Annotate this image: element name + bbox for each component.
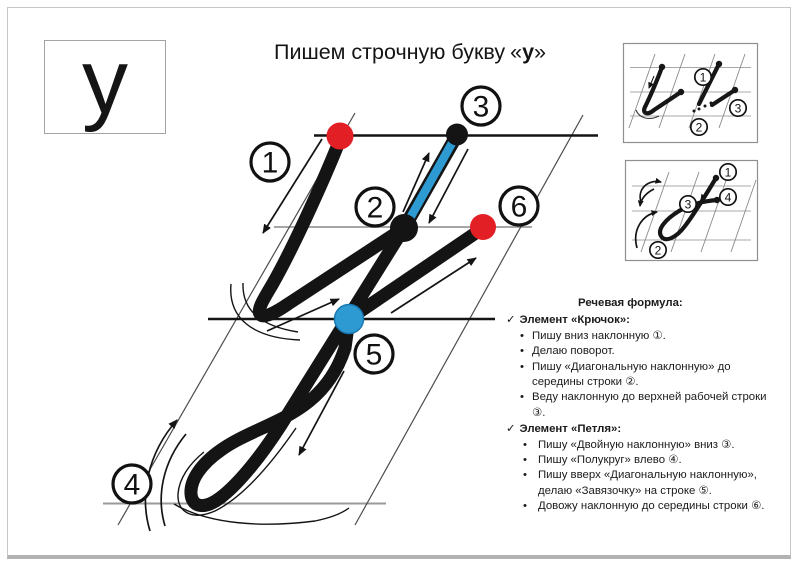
anchor-dots [326, 122, 496, 335]
svg-text:5: 5 [366, 339, 383, 372]
step-marker-4: 4 [111, 463, 153, 505]
mini2-step-4: 4 [718, 187, 738, 207]
step-marker-3: 3 [460, 85, 502, 127]
check-icon: ✓ [506, 314, 516, 327]
list-item: •Пишу «Диагональную наклонную» до середи… [506, 360, 774, 391]
list-item: •Довожу наклонную до середины строки ⑥. [506, 499, 774, 514]
loop-stroke [184, 221, 490, 512]
svg-text:4: 4 [725, 190, 732, 204]
letter-strokes [184, 128, 490, 512]
arrow-hook-diagonal [266, 298, 340, 332]
svg-text:1: 1 [262, 147, 279, 180]
arrow-down-blue [428, 148, 469, 224]
arrow-final-stroke [390, 257, 477, 314]
black-dot-top [446, 123, 468, 146]
title-quote-open: « [510, 40, 523, 64]
mini1-step-1: 1 [693, 67, 713, 87]
red-dot-start [326, 122, 354, 150]
svg-text:2: 2 [367, 192, 384, 225]
mini1-step-3: 3 [728, 98, 748, 118]
hook-stroke [252, 130, 411, 323]
svg-text:4: 4 [124, 469, 141, 502]
blue-dot-knot [333, 303, 365, 335]
list-item: •Пишу вверх «Диагональную наклонную», де… [506, 468, 774, 499]
mini-diagram-loop: 1 4 3 2 [624, 159, 759, 262]
mini2-step-3: 3 [678, 194, 698, 214]
bullet-icon: • [523, 453, 527, 466]
bullet-icon: • [520, 360, 524, 373]
svg-text:2: 2 [655, 243, 662, 257]
svg-text:1: 1 [700, 70, 707, 84]
step-markers: 1 2 3 4 5 6 [111, 85, 540, 505]
step-marker-2: 2 [354, 186, 396, 228]
list-item: •Пишу «Полукруг» влево ④. [506, 453, 774, 468]
bullet-icon: • [523, 438, 527, 451]
bullet-icon: • [520, 329, 524, 342]
speech-formula: Речевая формула: ✓ Элемент «Крючок»: •Пи… [506, 296, 774, 514]
bullet-icon: • [520, 391, 524, 404]
speech-heading: Речевая формула: [578, 297, 683, 309]
letter-card: у [44, 30, 166, 134]
section-loop: ✓ Элемент «Петля»: •Пишу «Двойную наклон… [506, 422, 774, 514]
svg-text:3: 3 [685, 197, 692, 211]
list-item: •Делаю поворот. [506, 344, 774, 359]
section-hook-title: ✓ Элемент «Крючок»: [506, 313, 774, 328]
section-hook: ✓ Элемент «Крючок»: •Пишу вниз наклонную… [506, 313, 774, 421]
section-loop-title: ✓ Элемент «Петля»: [506, 422, 774, 437]
svg-text:6: 6 [511, 191, 528, 224]
svg-text:1: 1 [725, 165, 732, 179]
svg-text:3: 3 [473, 91, 490, 124]
red-dot-end [470, 214, 496, 240]
title-quote-close: » [534, 40, 546, 64]
list-item: •Пишу вниз наклонную ①. [506, 329, 774, 344]
mini2-step-2: 2 [648, 240, 668, 260]
page-title: Пишем строчную букву«у» [210, 40, 610, 65]
bullet-icon: • [520, 345, 524, 358]
title-text: Пишем строчную букву [274, 40, 506, 64]
title-letter: у [522, 40, 535, 64]
step-marker-1: 1 [249, 141, 291, 183]
bullet-icon: • [523, 469, 527, 482]
blue-highlight-stroke [400, 131, 461, 232]
list-item: •Веду наклонную до верхней рабочей строк… [506, 390, 774, 421]
mini1-step-2: 2 [689, 117, 709, 137]
letter-sample: у [82, 30, 128, 133]
bullet-icon: • [523, 500, 527, 513]
mini-diagram-hook: 1 2 3 [622, 42, 759, 144]
step-marker-5: 5 [353, 333, 395, 375]
svg-text:3: 3 [735, 101, 742, 115]
arrow-loop-down [298, 370, 345, 456]
svg-text:2: 2 [696, 120, 703, 134]
check-icon: ✓ [506, 423, 516, 436]
step-marker-6: 6 [498, 185, 540, 227]
arrow-down-stroke1 [262, 138, 323, 234]
black-dot-middle [390, 214, 418, 242]
list-item: •Пишу «Двойную наклонную» вниз ③. [506, 438, 774, 453]
arrow-semicircle-inner [160, 433, 187, 527]
arrow-up-blue [402, 152, 430, 213]
mini2-step-1: 1 [718, 162, 738, 182]
